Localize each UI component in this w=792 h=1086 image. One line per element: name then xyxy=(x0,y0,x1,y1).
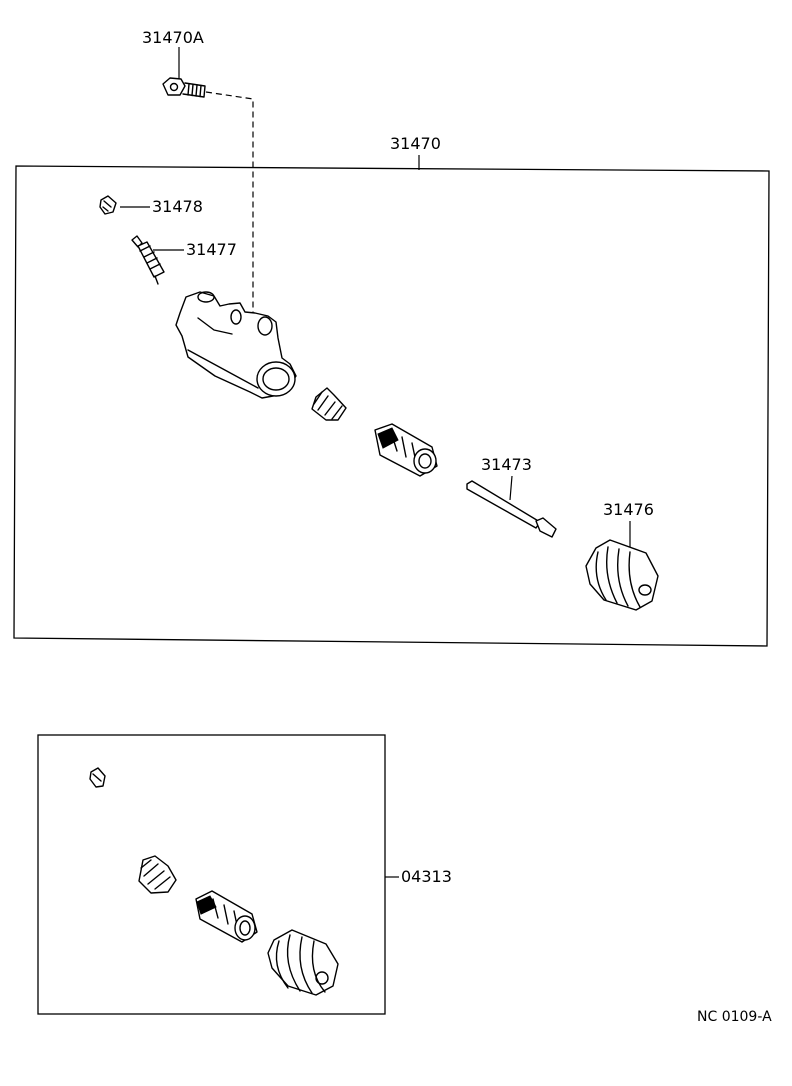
label-31478: 31478 xyxy=(152,197,203,216)
bleeder-plug-31477 xyxy=(131,235,165,285)
push-rod-31473 xyxy=(466,480,557,538)
drawing-code: NC 0109-A xyxy=(697,1009,772,1025)
kit-piston-cup xyxy=(138,855,177,894)
bolt-dashed-guide xyxy=(205,91,254,318)
cylinder-body xyxy=(175,291,297,399)
piston xyxy=(374,423,438,477)
label-31473: 31473 xyxy=(481,455,532,474)
kit-boot xyxy=(267,929,339,996)
label-04313: 04313 xyxy=(401,867,452,886)
label-31476: 31476 xyxy=(603,500,654,519)
bleeder-cap-31478 xyxy=(99,195,117,215)
leader-31473 xyxy=(509,475,513,501)
kit-piston xyxy=(195,890,258,943)
label-31470: 31470 xyxy=(390,134,441,153)
repair-kit-frame xyxy=(37,734,386,1015)
boot-31476 xyxy=(585,539,659,611)
label-31477: 31477 xyxy=(186,240,237,259)
piston-cup xyxy=(311,387,347,421)
assembly-frame xyxy=(13,165,770,647)
bolt-31470A xyxy=(162,77,206,98)
label-31470A: 31470A xyxy=(142,28,204,47)
kit-bleeder-cap xyxy=(89,767,106,788)
